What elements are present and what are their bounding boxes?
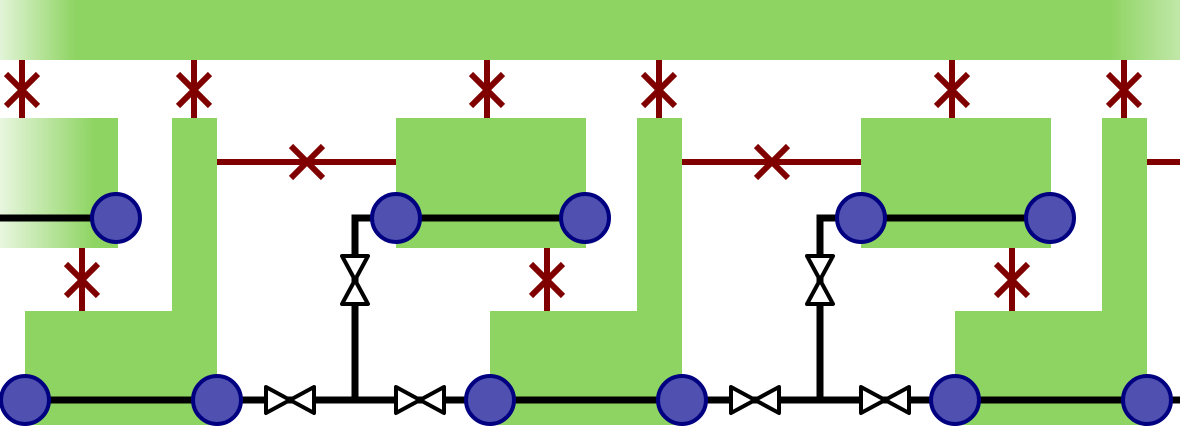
upper-block (861, 118, 1051, 248)
node-circle[interactable] (929, 374, 981, 426)
support-x-icon (63, 261, 101, 299)
support-x-icon (175, 71, 213, 109)
support-x-icon (1105, 71, 1143, 109)
node-circle[interactable] (1024, 192, 1076, 244)
lower-block (955, 311, 1147, 425)
node-circle[interactable] (370, 192, 422, 244)
support-x-icon (640, 71, 678, 109)
valve-icon[interactable] (729, 385, 781, 415)
support-x-icon (753, 143, 791, 181)
support-x-icon (288, 143, 326, 181)
valve-icon[interactable] (394, 385, 446, 415)
lower-block (490, 311, 682, 425)
support-x-icon (933, 71, 971, 109)
support-x-icon (993, 261, 1031, 299)
valve-icon[interactable] (264, 385, 316, 415)
node-circle[interactable] (1121, 374, 1173, 426)
node-circle[interactable] (656, 374, 708, 426)
supports-layer (3, 60, 1180, 311)
node-circle[interactable] (191, 374, 243, 426)
node-circle[interactable] (0, 374, 51, 426)
valve-icon[interactable] (805, 254, 835, 306)
node-circle[interactable] (835, 192, 887, 244)
node-circle[interactable] (90, 192, 142, 244)
top-block (0, 0, 1180, 60)
node-circle[interactable] (559, 192, 611, 244)
pipe-line (816, 214, 861, 400)
valve-icon[interactable] (340, 254, 370, 306)
valves-layer (264, 254, 911, 415)
support-x-icon (468, 71, 506, 109)
nodes-layer (0, 192, 1173, 426)
support-x-icon (3, 71, 41, 109)
node-circle[interactable] (464, 374, 516, 426)
valve-icon[interactable] (859, 385, 911, 415)
pipe-line (351, 214, 396, 400)
support-x-icon (528, 261, 566, 299)
upper-block (396, 118, 586, 248)
lower-block (25, 311, 217, 425)
